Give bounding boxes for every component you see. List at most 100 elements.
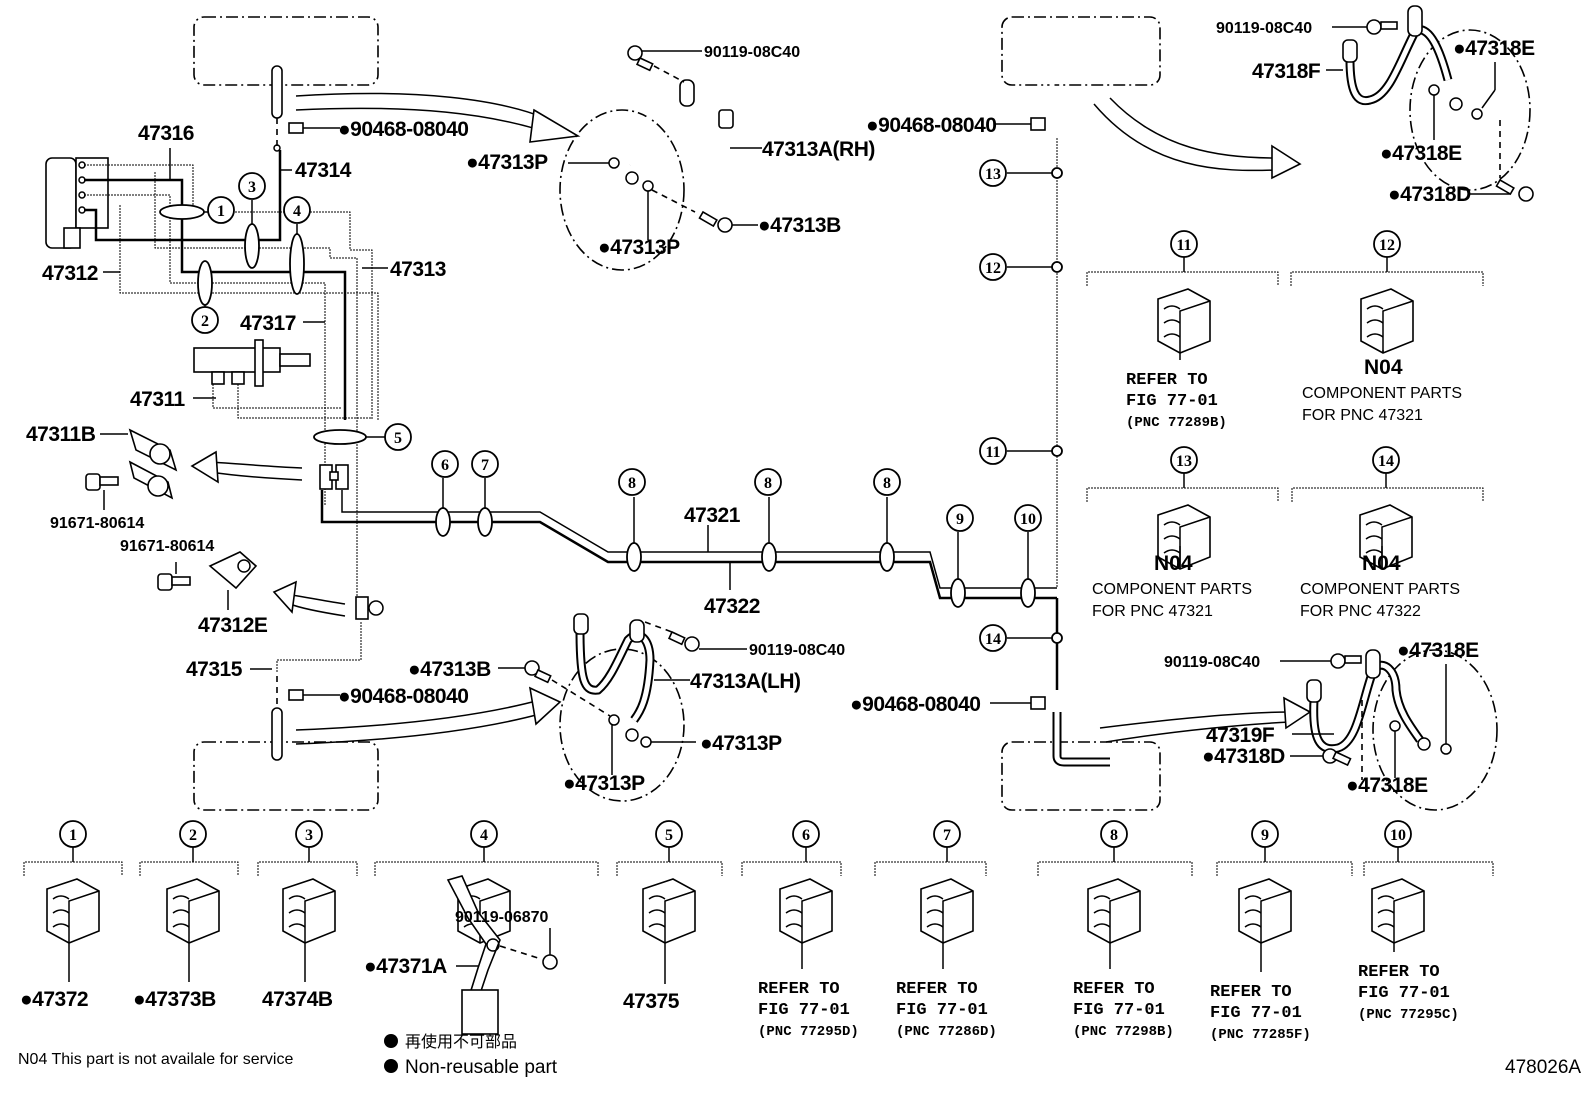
front-right-hose-connector[interactable]	[271, 65, 304, 152]
detail-text-1-0[interactable]: ●47372	[20, 988, 89, 1011]
detail-text-3-0[interactable]: 47374B	[262, 988, 333, 1011]
label-47313P-rh-a[interactable]: ●47313P	[466, 151, 549, 174]
label-90119-08C40-rr[interactable]: 90119-08C40	[1216, 20, 1312, 37]
callout-10[interactable]: 10	[1014, 504, 1042, 532]
clamp-marker-8c[interactable]	[879, 542, 895, 572]
callout-6[interactable]: 6	[431, 450, 459, 478]
bolt-91671-a[interactable]	[85, 473, 119, 491]
callout-8[interactable]: 8	[754, 468, 782, 496]
callout-14[interactable]: 14	[979, 624, 1007, 652]
gasket-47318E-rr-a[interactable]	[1471, 108, 1483, 120]
pipe-47317[interactable]	[84, 194, 326, 505]
clamp-marker-9[interactable]	[950, 578, 966, 608]
union-bolt-90119-lh[interactable]	[667, 630, 700, 652]
clamp-marker-8b[interactable]	[761, 542, 777, 572]
clamp-marker-1[interactable]	[159, 204, 205, 220]
label-47313P-rh-b[interactable]: ●47313P	[598, 236, 681, 259]
union-bolt-47313B-lh[interactable]	[524, 660, 552, 684]
label-47314[interactable]: 47314	[295, 159, 352, 182]
label-47313P-lh-a[interactable]: ●47313P	[563, 772, 646, 795]
label-47318E-rl-b[interactable]: ●47318E	[1346, 774, 1429, 797]
callout-8[interactable]: 8	[618, 468, 646, 496]
detail-text-14-0[interactable]: N04	[1362, 552, 1401, 575]
pipe-47321[interactable]	[341, 490, 1057, 589]
flex-hose-47313A-LH[interactable]	[573, 613, 655, 742]
front-left-hose-connector[interactable]	[271, 676, 304, 761]
label-47313[interactable]: 47313	[390, 258, 446, 281]
detail-text-10-0[interactable]: REFER TO	[1358, 963, 1440, 982]
clamp-marker-13-on-pipe[interactable]	[1051, 167, 1063, 179]
gasket-47313P-rh-b[interactable]	[642, 180, 654, 192]
label-47313P-lh-b[interactable]: ●47313P	[700, 732, 783, 755]
callout-1[interactable]: 1	[207, 196, 235, 224]
label-90468-front-left[interactable]: ●90468-08040	[338, 685, 469, 708]
bolt-91671-b[interactable]	[157, 573, 191, 591]
union-joint-47311B-location[interactable]	[319, 464, 349, 490]
union-joint-47312E-location[interactable]	[355, 596, 384, 620]
label-47311B[interactable]: 47311B	[26, 423, 96, 446]
rear-left-connector[interactable]	[1030, 696, 1110, 767]
rear-right-connector[interactable]	[1030, 61, 1110, 131]
gasket-47313P-rh-a[interactable]	[608, 157, 620, 169]
label-47312E[interactable]: 47312E	[198, 614, 268, 637]
union-bolt-90119-rr[interactable]	[1366, 19, 1398, 35]
detail-text-11-0[interactable]: REFER TO	[1126, 371, 1208, 390]
label-47313B-rh[interactable]: ●47313B	[758, 214, 842, 237]
label-47318E-rr-b[interactable]: ●47318E	[1380, 142, 1463, 165]
callout-4[interactable]: 4	[283, 196, 311, 224]
tee-47311[interactable]	[193, 339, 311, 387]
clamp-marker-2[interactable]	[197, 260, 213, 306]
label-47318D-rl[interactable]: ●47318D	[1202, 745, 1286, 768]
detail-text-8-0[interactable]: REFER TO	[1073, 980, 1155, 999]
brake-actuator[interactable]	[45, 157, 109, 249]
pipe-47322[interactable]	[320, 490, 1057, 600]
label-91671-80614-b[interactable]: 91671-80614	[120, 538, 214, 555]
flex-hose-47319F[interactable]	[1306, 649, 1431, 754]
gasket-47313P-lh-b[interactable]	[640, 736, 652, 748]
label-90119-08C40-lh[interactable]: 90119-08C40	[749, 642, 845, 659]
detail-text-7-0[interactable]: REFER TO	[896, 980, 978, 999]
clamp-marker-3[interactable]	[244, 223, 260, 269]
label-90468-rear-left[interactable]: ●90468-08040	[850, 693, 981, 716]
clamp-marker-8a[interactable]	[626, 542, 642, 572]
flex-hose-47313A-RH[interactable]	[625, 79, 734, 185]
clamp-marker-6[interactable]	[435, 507, 451, 537]
label-47313A-RH[interactable]: 47313A(RH)	[762, 138, 875, 161]
union-47311B[interactable]	[128, 428, 178, 500]
callout-8[interactable]: 8	[873, 468, 901, 496]
union-bolt-47318D-rl[interactable]	[1322, 748, 1352, 767]
detail-text-13-0[interactable]: N04	[1154, 552, 1193, 575]
clamp-marker-12-on-pipe[interactable]	[1051, 261, 1063, 273]
label-47317[interactable]: 47317	[240, 312, 296, 335]
clamp-marker-5[interactable]	[313, 429, 367, 445]
gasket-47318E-rr-b[interactable]	[1428, 84, 1440, 96]
detail-text-6-0[interactable]: REFER TO	[758, 980, 840, 999]
pipe-47313[interactable]	[84, 178, 347, 420]
callout-7[interactable]: 7	[471, 450, 499, 478]
clamp-detail-2[interactable]: 2●47373B	[133, 820, 239, 1011]
pipe-47314[interactable]	[84, 150, 282, 242]
label-47313A-LH[interactable]: 47313A(LH)	[690, 670, 801, 693]
gasket-47318E-rl-b[interactable]	[1389, 720, 1401, 732]
label-47318E-rr-a[interactable]: ●47318E	[1453, 37, 1536, 60]
flex-hose-47318F[interactable]	[1342, 5, 1463, 111]
callout-13[interactable]: 13	[979, 159, 1007, 187]
callout-3[interactable]: 3	[238, 172, 266, 200]
clamp-marker-10[interactable]	[1020, 578, 1036, 608]
clamp-marker-4[interactable]	[289, 233, 305, 295]
union-bolt-47318D-rr[interactable]	[1495, 178, 1534, 202]
label-90119-06870[interactable]: 90119-06870	[455, 909, 549, 926]
label-47313B-lh[interactable]: ●47313B	[408, 658, 492, 681]
union-bolt-47313B-rh[interactable]	[698, 210, 733, 233]
label-91671-80614-a[interactable]: 91671-80614	[50, 515, 144, 532]
